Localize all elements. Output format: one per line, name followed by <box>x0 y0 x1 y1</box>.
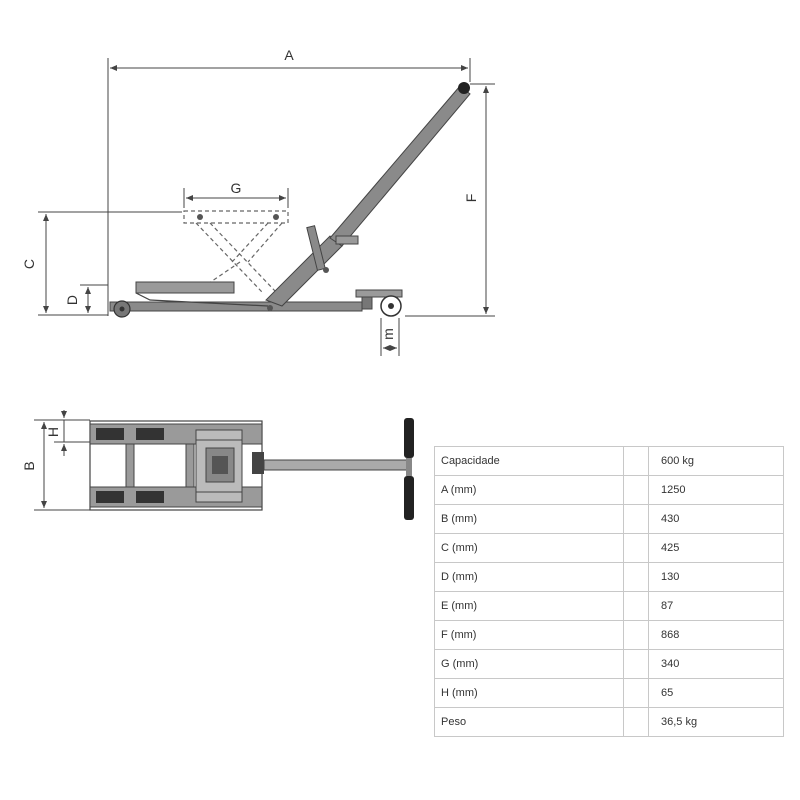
spec-value: 87 <box>648 591 784 621</box>
rubber-pad <box>136 428 164 440</box>
rubber-pad <box>136 491 164 503</box>
hydraulic-cylinder <box>265 235 343 307</box>
lift-handle <box>329 85 471 247</box>
spec-spacer <box>623 649 649 679</box>
dimension-a-label: A <box>284 47 294 63</box>
dimension-b-label: B <box>21 461 37 470</box>
raised-platform-outline <box>183 210 289 293</box>
spec-spacer <box>623 620 649 650</box>
spec-label: C (mm) <box>434 533 624 563</box>
spec-value: 340 <box>648 649 784 679</box>
top-handle-grip <box>404 418 414 458</box>
spec-row: B (mm) 430 <box>434 504 784 534</box>
spec-spacer <box>623 562 649 592</box>
top-view: B H <box>21 410 414 520</box>
spec-row: C (mm) 425 <box>434 533 784 563</box>
spec-row: Capacidade 600 kg <box>434 446 784 476</box>
rubber-pad <box>96 491 124 503</box>
dimension-c-label: C <box>21 259 37 269</box>
spec-value: 65 <box>648 678 784 708</box>
spec-value: 868 <box>648 620 784 650</box>
dimension-f-label: F <box>463 194 479 203</box>
spec-label: Capacidade <box>434 446 624 476</box>
spec-value: 130 <box>648 562 784 592</box>
spec-spacer <box>623 533 649 563</box>
spec-label: B (mm) <box>434 504 624 534</box>
spec-spacer <box>623 446 649 476</box>
spec-value: 425 <box>648 533 784 563</box>
spec-label: A (mm) <box>434 475 624 505</box>
spec-row: F (mm) 868 <box>434 620 784 650</box>
top-handle-grip <box>404 476 414 520</box>
spec-label: G (mm) <box>434 649 624 679</box>
spec-value: 600 kg <box>648 446 784 476</box>
spec-label: E (mm) <box>434 591 624 621</box>
spec-row: G (mm) 340 <box>434 649 784 679</box>
spec-row: Peso 36,5 kg <box>434 707 784 737</box>
spec-label: D (mm) <box>434 562 624 592</box>
dimension-d-label: D <box>64 295 80 305</box>
base-frame <box>109 301 363 312</box>
dimension-m-label: m <box>380 328 396 340</box>
spec-row: E (mm) 87 <box>434 591 784 621</box>
spec-value: 1250 <box>648 475 784 505</box>
spec-row: H (mm) 65 <box>434 678 784 708</box>
spec-spacer <box>623 678 649 708</box>
rubber-pad <box>96 428 124 440</box>
spec-value: 430 <box>648 504 784 534</box>
side-view: A G C D F m <box>21 47 495 356</box>
spec-label: H (mm) <box>434 678 624 708</box>
spec-row: D (mm) 130 <box>434 562 784 592</box>
spec-row: A (mm) 1250 <box>434 475 784 505</box>
spec-spacer <box>623 475 649 505</box>
spec-spacer <box>623 591 649 621</box>
dimension-h-label: H <box>45 427 61 437</box>
spec-spacer <box>623 504 649 534</box>
top-handle-bar <box>263 459 411 471</box>
spec-label: Peso <box>434 707 624 737</box>
spec-label: F (mm) <box>434 620 624 650</box>
spec-value: 36,5 kg <box>648 707 784 737</box>
lowered-platform <box>135 281 235 294</box>
spec-spacer <box>623 707 649 737</box>
handle-grip <box>458 82 470 94</box>
dimension-g-label: G <box>231 180 242 196</box>
